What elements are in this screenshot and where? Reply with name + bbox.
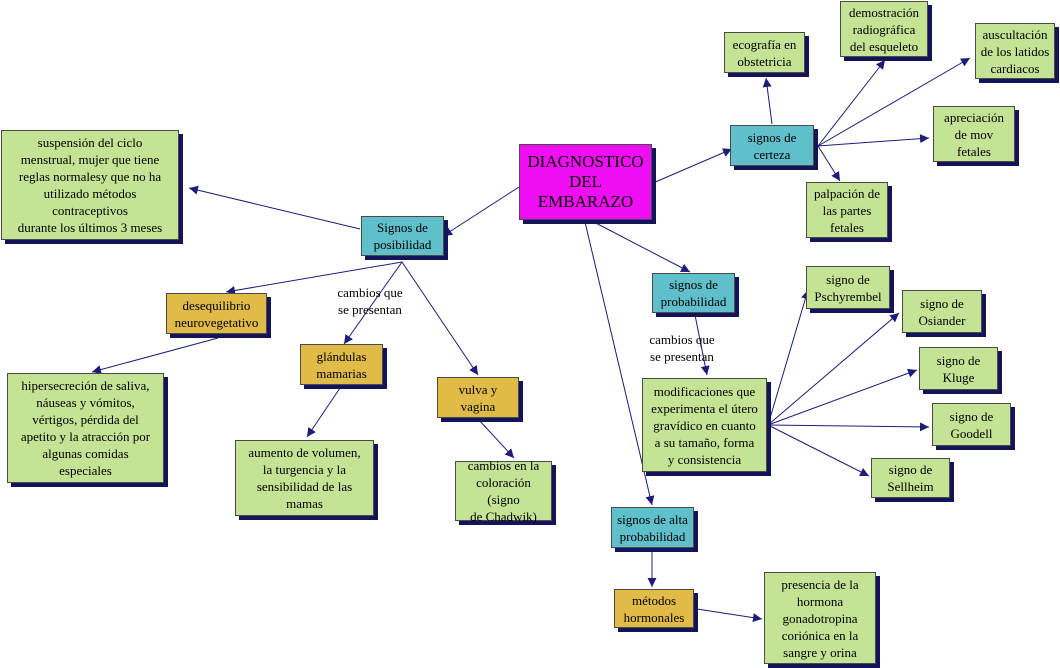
node-signo-osiander: signo de Osiander — [902, 290, 982, 333]
node-presencia-hormona: presencia de la hormona gonadotropina co… — [764, 572, 876, 664]
edge-certeza-palpacion — [817, 145, 841, 182]
node-signo-goodell: signo de Goodell — [932, 403, 1011, 446]
node-signo-sellheim: signo de Sellheim — [871, 458, 950, 498]
node-auscultacion: auscultación de los latidos cardiacos — [975, 23, 1055, 79]
edge-modificaciones-osiander — [767, 312, 900, 426]
node-vulva-vagina: vulva y vagina — [437, 377, 519, 418]
node-signo-kluge: signo de Kluge — [919, 347, 998, 390]
node-desequilibrio: desequilibrio neurovegetativo — [166, 293, 267, 334]
node-glandulas-mamarias: glándulas mamarias — [300, 344, 383, 385]
edge-posibilidad-desequilibrio — [225, 261, 403, 295]
root-node: DIAGNOSTICO DEL EMBARAZO — [519, 144, 652, 220]
edge-certeza-auscultacion — [817, 57, 971, 147]
node-signos-certeza: signos de certeza — [730, 125, 814, 166]
node-cambios-coloracion: cambios en la coloración (signo de Chadw… — [455, 458, 552, 524]
edge-posibilidad-suspension — [188, 185, 361, 230]
node-signos-alta-probabilidad: signos de alta probabilidad — [611, 507, 694, 548]
edge-certeza-radiografica — [817, 59, 886, 147]
node-suspension-ciclo: suspensión del ciclo menstrual, mujer qu… — [1, 130, 179, 240]
edge-glandulas-aumento — [306, 387, 341, 438]
node-demostracion-radiografica: demostración radiográfica del esqueleto — [840, 1, 928, 57]
node-hipersecrecion: hipersecreción de saliva, náuseas y vómi… — [7, 373, 164, 483]
edge-probabilidad-modificaciones — [694, 314, 710, 376]
link-label-posibilidad: cambios que se presentan — [337, 285, 403, 317]
edge-hormonales-presencia — [696, 608, 763, 623]
node-palpacion: palpación de las partes fetales — [806, 182, 888, 238]
edge-root-certeza — [652, 148, 733, 184]
node-signos-probabilidad: signos de probabilidad — [652, 273, 735, 313]
node-aumento-volumen: aumento de volumen, la turgencia y la se… — [235, 440, 374, 516]
edge-root-posibilidad — [442, 186, 520, 237]
node-ecografia: ecografía en obstetricia — [724, 32, 805, 73]
node-apreciacion: apreciación de mov fetales — [933, 106, 1015, 162]
node-metodos-hormonales: métodos hormonales — [614, 589, 694, 628]
edge-posibilidad-glandulas — [343, 261, 403, 345]
edge-modificaciones-goodell — [767, 422, 930, 432]
edge-root-probabilidad — [589, 219, 691, 273]
edge-posibilidad-vulva — [401, 261, 479, 376]
edge-certeza-apreciacion — [817, 134, 930, 147]
edge-vulva-coloracion — [478, 419, 515, 459]
edge-certeza-ecografia — [762, 77, 773, 125]
link-label-probabilidad: cambios que se presentan — [649, 332, 715, 364]
node-modificaciones-utero: modificaciones que experimenta el útero … — [642, 378, 767, 472]
node-signos-posibilidad: Signos de posibilidad — [361, 216, 444, 256]
edge-modificaciones-pschyrembel — [767, 289, 810, 426]
edge-modificaciones-kluge — [767, 368, 918, 426]
edge-desequilibrio-hipersecrecion — [91, 337, 219, 374]
edge-root-alta — [584, 221, 655, 506]
node-signo-pschyrembel: signo de Pschyrembel — [806, 266, 890, 309]
edge-modificaciones-sellheim — [767, 424, 870, 477]
